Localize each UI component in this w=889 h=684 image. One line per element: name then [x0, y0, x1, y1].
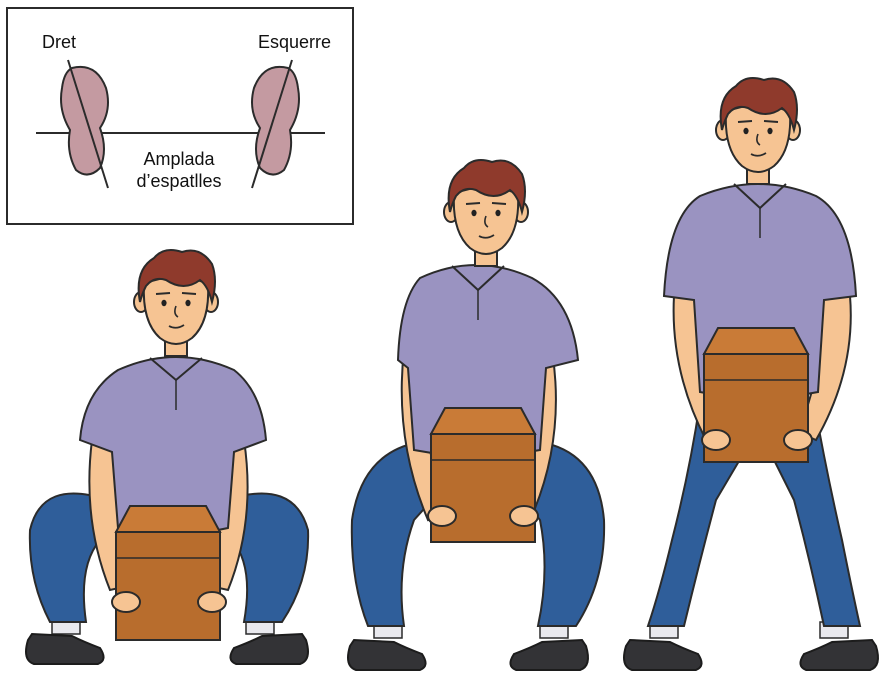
shoulder-width-label-line1: Amplada — [112, 148, 246, 170]
figure-half-squat — [348, 160, 604, 670]
figure-standing — [624, 78, 878, 670]
shoulder-width-label-line2: d’espatlles — [112, 170, 246, 192]
shoulder-width-label: Amplada d’espatlles — [112, 148, 246, 192]
left-foot-label: Esquerre — [258, 31, 331, 53]
figure-deep-squat — [26, 250, 308, 664]
right-foot-label: Dret — [42, 31, 76, 53]
